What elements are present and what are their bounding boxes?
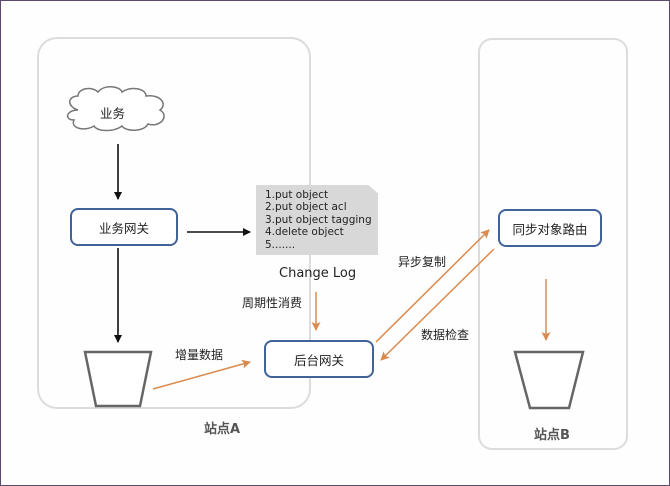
backend-gateway-label: 后台网关 bbox=[293, 352, 344, 368]
business-gateway-label: 业务网关 bbox=[98, 220, 149, 236]
sync-object-router-node[interactable]: 同步对象路由 bbox=[498, 209, 602, 247]
incremental-data-label: 增量数据 bbox=[175, 348, 224, 362]
change-log-item: 2.put object acl bbox=[265, 201, 347, 214]
bucket-a-shape bbox=[83, 350, 153, 408]
change-log-item: 4.delete object bbox=[265, 226, 344, 239]
business-gateway-node[interactable]: 业务网关 bbox=[70, 208, 178, 246]
site-b-label: 站点B bbox=[534, 428, 570, 443]
change-log-item: 1.put object bbox=[265, 189, 329, 201]
arrow-async-replicate bbox=[375, 229, 490, 343]
change-log-title: Change Log bbox=[279, 266, 357, 281]
change-log-item: 5....... bbox=[265, 238, 296, 251]
site-a-label: 站点A bbox=[204, 422, 241, 437]
data-check-label: 数据检查 bbox=[421, 328, 470, 342]
change-log-document: 1.put object 2.put object acl 3.put obje… bbox=[256, 185, 378, 255]
sync-object-router-label: 同步对象路由 bbox=[512, 221, 588, 237]
arrow-data-check bbox=[380, 248, 495, 361]
async-replicate-label: 异步复制 bbox=[398, 255, 447, 269]
periodic-consume-label: 周期性消费 bbox=[242, 296, 303, 310]
cloud-shape bbox=[66, 86, 165, 132]
arrow-bucket-a-to-backend-gateway bbox=[152, 359, 251, 390]
backend-gateway-node[interactable]: 后台网关 bbox=[264, 340, 374, 378]
cloud-business-label: 业务 bbox=[100, 106, 126, 121]
bucket-b-shape bbox=[513, 350, 585, 410]
change-log-item: 3.put object tagging bbox=[265, 213, 372, 226]
